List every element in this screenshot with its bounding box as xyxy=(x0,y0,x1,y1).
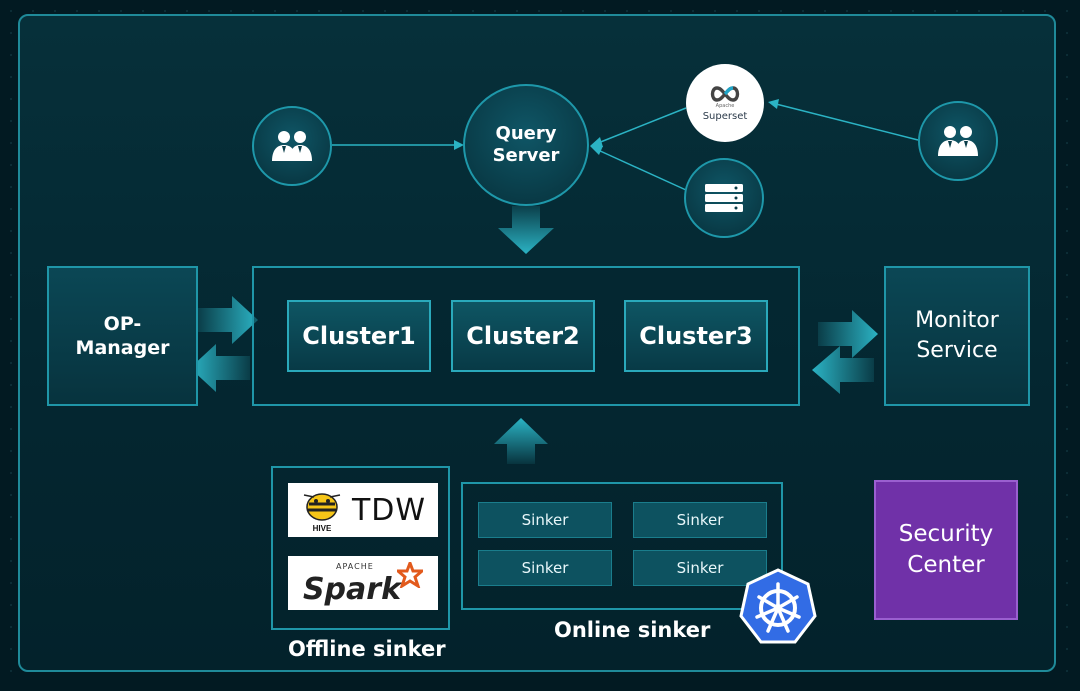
infinity-icon xyxy=(710,85,740,102)
tdw-logo-card: HIVE TDW xyxy=(288,483,438,537)
star-icon xyxy=(397,562,424,588)
monitor-service-label-line1: Monitor xyxy=(915,308,999,333)
cluster-1: Cluster1 xyxy=(287,300,431,372)
superset-node: Apache Superset xyxy=(686,64,764,142)
server-circle xyxy=(684,158,764,238)
sinker-3: Sinker xyxy=(478,550,612,586)
arrow-clusters-to-opmanager xyxy=(190,344,250,392)
query-server-node: Query Server xyxy=(463,84,589,206)
users-circle-right xyxy=(918,101,998,181)
superset-apache-label: Apache xyxy=(715,102,735,109)
security-center-label-line2: Center xyxy=(907,552,985,578)
query-server-label-line1: Query xyxy=(495,123,557,144)
online-sinker-caption: Online sinker xyxy=(554,618,711,642)
security-center-node: Security Center xyxy=(874,480,1018,620)
arrow-monitor-to-clusters xyxy=(812,346,874,394)
offline-sinker-caption: Offline sinker xyxy=(288,637,446,661)
query-server-label-line2: Server xyxy=(492,145,560,166)
arrow-opmanager-to-clusters xyxy=(198,296,258,344)
bee-icon: HIVE xyxy=(303,493,341,533)
superset-label: Superset xyxy=(702,110,748,122)
users-icon xyxy=(938,126,978,156)
offline-sinker-group xyxy=(271,466,450,630)
security-center-label-line1: Security xyxy=(898,521,994,547)
cluster-3: Cluster3 xyxy=(624,300,768,372)
op-manager-node: OP- Manager xyxy=(47,266,198,406)
arrow-clusters-to-monitor xyxy=(818,310,878,358)
arrow-sinkers-to-clusters xyxy=(494,418,548,464)
connector-superset-to-query xyxy=(590,107,687,147)
hive-badge-label: HIVE xyxy=(313,524,332,533)
arrow-query-to-clusters xyxy=(498,206,554,254)
server-stack-icon xyxy=(705,184,743,212)
users-circle-left xyxy=(252,106,332,186)
connector-users-to-superset xyxy=(768,99,919,141)
online-sinker-group xyxy=(461,482,783,610)
op-manager-label-line2: Manager xyxy=(75,337,170,359)
connector-server-to-query xyxy=(590,146,687,191)
connector-users-to-query xyxy=(332,140,464,150)
users-icon xyxy=(272,131,312,161)
spark-logo-card: APACHE Spark xyxy=(288,556,438,610)
monitor-service-label-line2: Service xyxy=(916,338,998,363)
spark-label: Spark xyxy=(302,571,402,607)
sinker-2: Sinker xyxy=(633,502,767,538)
kubernetes-icon xyxy=(739,568,817,644)
sinker-1: Sinker xyxy=(478,502,612,538)
tdw-label: TDW xyxy=(351,492,427,528)
cluster-2: Cluster2 xyxy=(451,300,595,372)
sinker-4: Sinker xyxy=(633,550,767,586)
op-manager-label-line1: OP- xyxy=(103,313,142,335)
monitor-service-node: Monitor Service xyxy=(884,266,1030,406)
spark-apache-label: APACHE xyxy=(336,562,374,571)
